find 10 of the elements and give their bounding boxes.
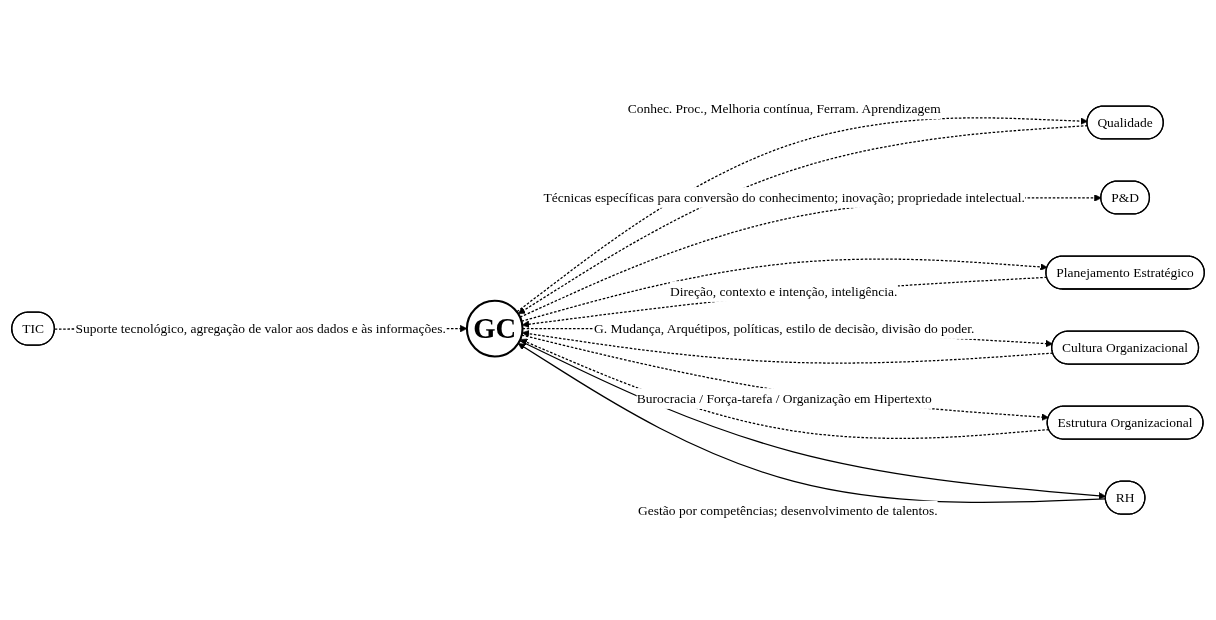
edge-label: Burocracia / Força-tarefa / Organização em Hipertexto (636, 391, 932, 406)
edge-label: Conhec. Proc., Melhoria contínua, Ferram. Aprendizagem (627, 101, 941, 116)
edge-label: Direção, contexto e intenção, inteligência. (670, 284, 898, 299)
edge-label: Técnicas específicas para conversão do conhecimento; inovação; propriedade intelectual. (543, 189, 1025, 205)
node-circle: GC (465, 299, 524, 358)
edge-label: G. Mudança, Arquétipos, políticas, estilo de decisão, divisão do poder. (594, 321, 975, 336)
arrow (520, 338, 1050, 439)
arrow (521, 334, 1049, 421)
edge-label: Suporte tecnológico, agregação de valor aos dados e às informações. (75, 321, 446, 336)
edge-label: Gestão por competências; desenvolvimento de talentos. (638, 503, 938, 518)
